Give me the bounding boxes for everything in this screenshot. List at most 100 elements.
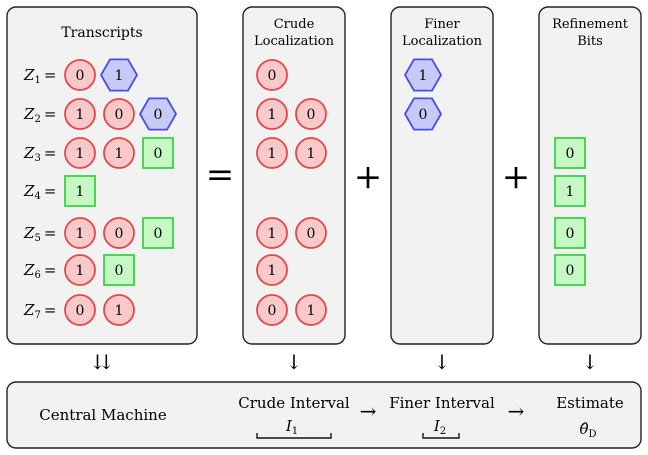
bit-value: 0 xyxy=(566,263,575,279)
transcript-label: Z3= xyxy=(23,144,56,164)
circle-bit-shape xyxy=(295,137,327,169)
crude-localization-panel xyxy=(242,6,346,345)
square-bit-shape xyxy=(64,175,96,207)
transcript-bit: 0 xyxy=(138,97,178,131)
bit-value: 0 xyxy=(76,303,85,319)
square-bit-shape xyxy=(554,217,586,249)
circle-bit-shape xyxy=(64,98,96,130)
circle-bit-shape xyxy=(103,98,135,130)
circle-bit-shape xyxy=(64,254,96,286)
square-bit-shape xyxy=(554,175,586,207)
right-arrow-icon: → xyxy=(508,399,525,423)
hexagon-bit-shape xyxy=(138,97,178,131)
finer-interval-bracket xyxy=(422,433,460,439)
crude-bit: 1 xyxy=(295,294,327,326)
crude-bit: 0 xyxy=(256,294,288,326)
transcript-bit: 0 xyxy=(103,254,135,286)
bit-value: 1 xyxy=(268,146,277,162)
bit-value: 1 xyxy=(76,107,85,123)
circle-bit-shape xyxy=(64,217,96,249)
bit-value: 0 xyxy=(115,263,124,279)
finer-interval-symbol: I2 xyxy=(433,417,446,437)
transcript-bit: 0 xyxy=(103,98,135,130)
transcript-bit: 1 xyxy=(103,294,135,326)
finer-localization-panel xyxy=(390,6,494,345)
finer-bit: 1 xyxy=(403,58,443,92)
transcript-bit: 0 xyxy=(64,294,96,326)
transcript-index: 6 xyxy=(34,270,40,281)
transcript-bit: 1 xyxy=(103,137,135,169)
circle-bit-shape xyxy=(295,294,327,326)
refinement-bit: 0 xyxy=(554,217,586,249)
crude-bit: 0 xyxy=(295,98,327,130)
transcript-index: 1 xyxy=(34,75,40,86)
crude-bit: 1 xyxy=(256,254,288,286)
finer-title-line1: Finer xyxy=(424,17,460,32)
equals-text: = xyxy=(44,301,57,319)
crude-bit: 0 xyxy=(295,217,327,249)
bit-value: 1 xyxy=(76,184,85,200)
circle-bit-shape xyxy=(295,98,327,130)
bit-value: 1 xyxy=(307,303,316,319)
crude-interval-bracket xyxy=(256,433,332,439)
transcript-bit: 0 xyxy=(142,137,174,169)
finer-bits: 10 xyxy=(403,58,443,131)
circle-bit-shape xyxy=(295,217,327,249)
plus-sign-1: + xyxy=(354,157,383,197)
estimate-label: Estimate xyxy=(556,394,624,412)
crude-bit: 1 xyxy=(256,137,288,169)
transcript-bit: 1 xyxy=(64,98,96,130)
transcript-label: Z2= xyxy=(23,105,56,125)
bit-value: 0 xyxy=(76,68,85,84)
central-machine-label: Central Machine xyxy=(39,406,167,424)
circle-bit-shape xyxy=(256,98,288,130)
bit-value: 0 xyxy=(154,107,163,123)
equals-text: = xyxy=(44,224,57,242)
transcript-index: 3 xyxy=(34,153,40,164)
circle-bit-shape xyxy=(64,294,96,326)
bit-value: 1 xyxy=(76,146,85,162)
transcript-label: Z1= xyxy=(23,66,56,86)
finer-bit: 0 xyxy=(403,97,443,131)
down-arrow-icon: ↓ xyxy=(286,350,303,374)
transcript-label: Z4= xyxy=(23,182,56,202)
transcript-label: Z5= xyxy=(23,224,56,244)
bit-value: 1 xyxy=(268,107,277,123)
crude-bit: 1 xyxy=(295,137,327,169)
transcript-bit: 1 xyxy=(64,137,96,169)
transcript-index: 7 xyxy=(34,310,40,321)
double-down-arrow-icon: ⇊ xyxy=(93,350,111,374)
bit-value: 0 xyxy=(268,303,277,319)
bit-value: 0 xyxy=(307,107,316,123)
transcript-bit: 1 xyxy=(64,254,96,286)
bit-value: 1 xyxy=(115,303,124,319)
transcript-bit: 1 xyxy=(64,217,96,249)
equals-text: = xyxy=(44,66,57,84)
refinement-title-line2: Bits xyxy=(577,34,603,49)
bit-value: 0 xyxy=(566,226,575,242)
circle-bit-shape xyxy=(64,59,96,91)
circle-bit-shape xyxy=(256,294,288,326)
square-bit-shape xyxy=(142,217,174,249)
central-machine-panel xyxy=(6,381,642,449)
circle-bit-shape xyxy=(256,217,288,249)
equals-text: = xyxy=(44,144,57,162)
bit-value: 1 xyxy=(115,68,124,84)
transcript-bit: 0 xyxy=(64,59,96,91)
bit-value: 0 xyxy=(307,226,316,242)
bit-value: 1 xyxy=(76,263,85,279)
crude-interval-symbol: I1 xyxy=(285,417,298,437)
bit-value: 0 xyxy=(115,107,124,123)
crude-bit: 1 xyxy=(256,98,288,130)
circle-bit-shape xyxy=(103,294,135,326)
square-bit-shape xyxy=(554,254,586,286)
finer-title-line2: Localization xyxy=(402,34,483,49)
circle-bit-shape xyxy=(256,59,288,91)
bit-value: 1 xyxy=(566,184,575,200)
crude-interval-label: Crude Interval xyxy=(238,394,350,412)
estimate-symbol: θ̂D xyxy=(579,420,596,440)
transcript-bit: 0 xyxy=(103,217,135,249)
circle-bit-shape xyxy=(103,217,135,249)
crude-bit: 1 xyxy=(256,217,288,249)
